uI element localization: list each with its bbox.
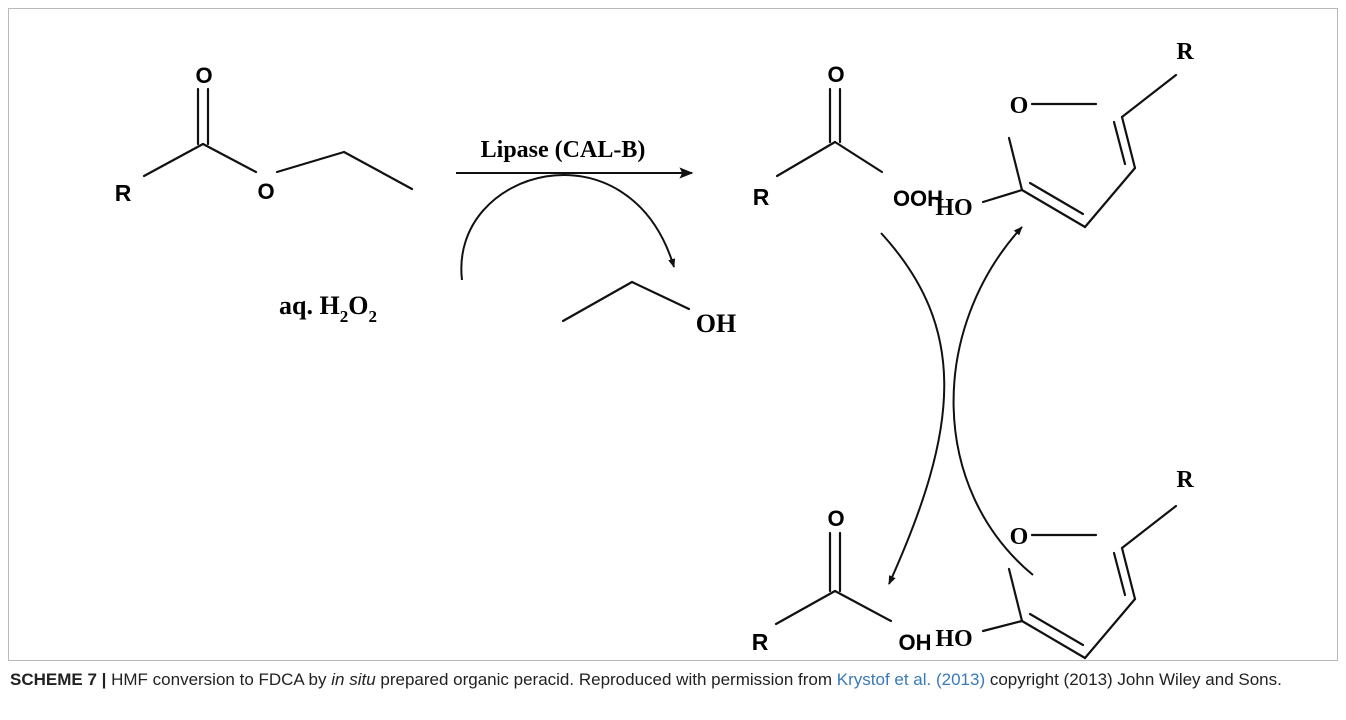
furan-bottom-molecule: O R HO (935, 467, 1194, 660)
furan-bottom-ring-oxygen: O (1010, 524, 1029, 550)
caption-italic-in-situ: in situ (331, 670, 376, 689)
curved-arrow-furan-to-furan (952, 226, 1034, 576)
ester-ether-oxygen: O (257, 179, 274, 204)
caption-text-3: copyright (2013) John Wiley and Sons. (985, 670, 1282, 689)
peracid-r-group: R (753, 184, 770, 210)
acid-carbonyl-oxygen: O (827, 506, 844, 531)
acid-hydroxyl: OH (899, 630, 932, 655)
caption-text-1: HMF conversion to FDCA by (106, 670, 332, 689)
ethanol-molecule: OH (561, 280, 736, 338)
reaction-scheme: O R O Lipase (CAL-B) aq. H2O2 OH O R OOH (115, 39, 1194, 660)
furan-top-ring-oxygen: O (1010, 93, 1029, 119)
curved-arrow-h2o2-to-ethanol (460, 174, 676, 281)
peracid-ooh: OOH (893, 186, 943, 211)
caption-label: SCHEME 7 | (10, 670, 107, 689)
ester-r-group: R (115, 180, 132, 206)
figure-caption: SCHEME 7 | HMF conversion to FDCA by in … (10, 668, 1336, 691)
ethyl-ester-molecule: O R O (115, 63, 414, 206)
furan-top-r-group: R (1176, 39, 1194, 65)
reaction-arrow: Lipase (CAL-B) (456, 137, 694, 179)
furan-bottom-hydroxyl: HO (935, 626, 972, 652)
caption-citation-link[interactable]: Krystof et al. (2013) (836, 670, 986, 689)
furan-top-molecule: O R HO (935, 39, 1194, 229)
scheme-frame: O R O Lipase (CAL-B) aq. H2O2 OH O R OOH (8, 8, 1338, 661)
peracid-molecule: O R OOH (753, 62, 943, 211)
ethanol-oh: OH (696, 309, 736, 338)
oxidant-h2o2: aq. H2O2 (279, 291, 377, 326)
curved-arrow-peracid-to-acid (880, 232, 946, 585)
caption-text-2: prepared organic peracid. Reproduced wit… (375, 670, 837, 689)
furan-bottom-r-group: R (1176, 467, 1194, 493)
furan-top-hydroxyl: HO (935, 195, 972, 221)
ester-carbonyl-oxygen: O (195, 63, 212, 88)
carboxylic-acid-molecule: O R OH (752, 506, 932, 655)
acid-r-group: R (752, 629, 769, 655)
arrow-label-lipase: Lipase (CAL-B) (481, 137, 646, 163)
peracid-carbonyl-oxygen: O (827, 62, 844, 87)
